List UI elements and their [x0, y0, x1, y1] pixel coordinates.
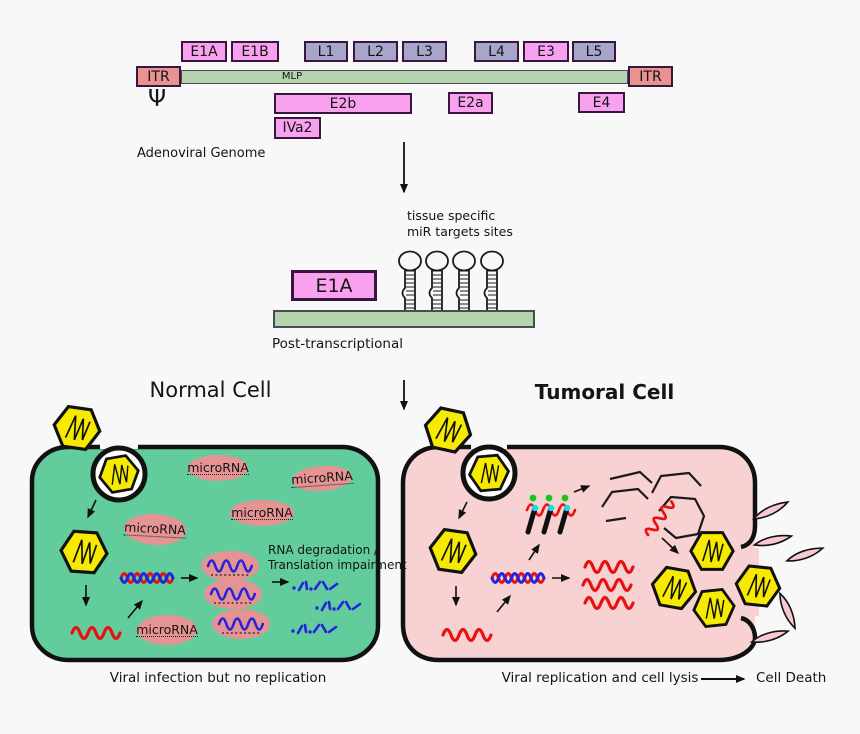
- tumoral-cell-caption: Viral replication and cell lysis: [501, 670, 699, 686]
- cell-debris: [776, 590, 799, 631]
- virus-icon: [689, 531, 735, 571]
- normal-cell-caption: Viral infection but no replication: [109, 670, 327, 686]
- genome-box-e1a: E1A: [181, 41, 227, 62]
- cell-debris: [752, 532, 794, 549]
- genome-box-iva2: IVa2: [274, 117, 321, 139]
- microrna-oval: microRNA: [230, 500, 294, 526]
- mir-target-note: tissue specific miR targets sites: [407, 208, 513, 240]
- genome-box-e3: E3: [523, 41, 569, 62]
- genome-box-l2: L2: [353, 41, 398, 62]
- psi-packaging-signal: Ψ: [148, 86, 167, 112]
- microrna-oval: microRNA: [187, 455, 249, 481]
- rna-note-line2: Translation impairment: [268, 557, 407, 572]
- cell-debris: [751, 498, 791, 523]
- rna-duplex: [490, 572, 546, 584]
- lysed-membrane: [400, 444, 758, 663]
- risc-complex: [210, 607, 272, 641]
- genome-backbone-bar: [181, 70, 628, 84]
- genome-box-e2b: E2b: [274, 93, 412, 114]
- regulation-bar: [273, 310, 535, 328]
- genome-box-l4: L4: [474, 41, 519, 62]
- mlp-label: MLP: [281, 71, 303, 82]
- genome-box-l5: L5: [572, 41, 616, 62]
- itr-left-box: ITR: [136, 66, 181, 87]
- risc-complex: [202, 577, 264, 611]
- genome-box-l3: L3: [402, 41, 447, 62]
- normal-cell-title: Normal Cell: [149, 378, 272, 402]
- rna-degradation-note: RNA degradation / Translation impairment: [268, 543, 407, 572]
- rna-note-line1: RNA degradation /: [268, 543, 379, 557]
- post-transcriptional-caption: Post-transcriptional: [272, 336, 403, 352]
- cell-debris: [784, 544, 825, 565]
- genome-box-e2a: E2a: [448, 92, 493, 114]
- itr-right-box: ITR: [628, 66, 673, 87]
- genome-section-label: Adenoviral Genome: [137, 146, 266, 161]
- tumoral-cell-graphic: [400, 404, 825, 663]
- capsid-assembly: [601, 470, 706, 540]
- normal-cell-graphic: [29, 403, 381, 663]
- mirna-mrna-duplex: [119, 572, 175, 584]
- genome-box-e4: E4: [578, 92, 625, 113]
- translation-complex: [525, 494, 577, 535]
- genome-box-l1: L1: [304, 41, 348, 62]
- tumoral-cell-title: Tumoral Cell: [534, 380, 675, 404]
- e1a-regulated-box: E1A: [291, 270, 377, 301]
- mir-target-hairpins: [398, 250, 504, 313]
- mir-note-line1: tissue specific: [407, 208, 496, 223]
- cell-death-label: Cell Death: [756, 670, 827, 686]
- microrna-oval: microRNA: [136, 615, 198, 645]
- genome-box-e1b: E1B: [231, 41, 279, 62]
- virus-icon: [49, 403, 105, 453]
- risc-complex: [199, 549, 261, 583]
- mir-note-line2: miR targets sites: [407, 224, 513, 239]
